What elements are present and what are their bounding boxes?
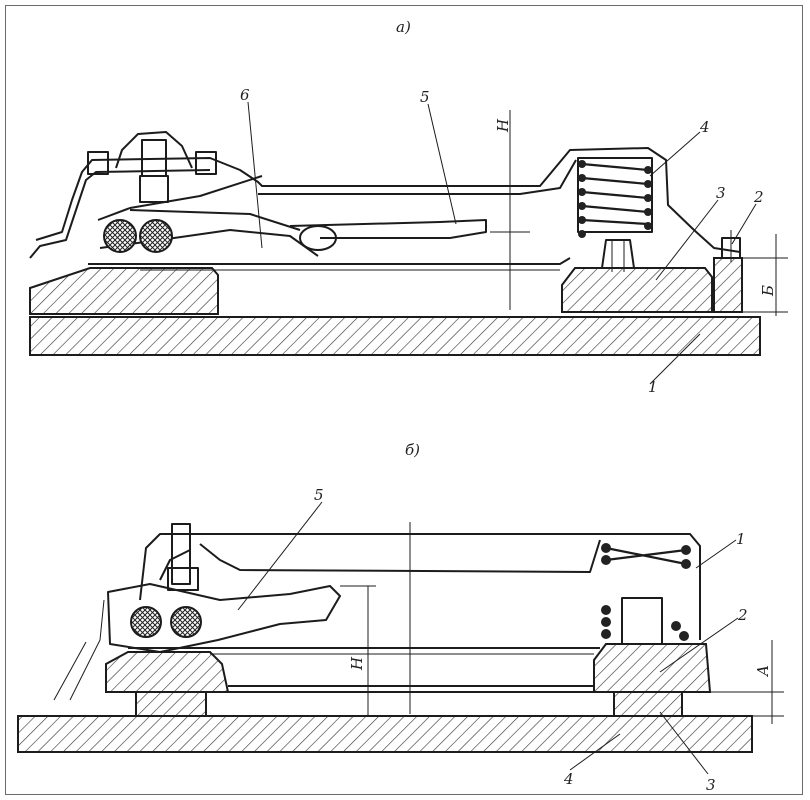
guide-pin	[601, 239, 635, 269]
left-support-b	[105, 651, 230, 693]
base-plate-b	[17, 715, 753, 753]
pressure-plate	[88, 257, 571, 265]
dimension-h-label-b: H	[348, 656, 366, 671]
housing-cover-b	[139, 533, 701, 640]
roller-right	[139, 219, 173, 253]
spacer-left	[135, 691, 207, 717]
callout-a-3: 3	[716, 184, 726, 202]
callout-b-4: 4	[563, 770, 574, 788]
dimension-a-label: A	[754, 665, 772, 678]
figure-frame	[5, 5, 803, 795]
adjusting-nut	[115, 131, 193, 169]
base-plate	[29, 316, 761, 356]
return-spring-b	[601, 543, 691, 569]
adjusting-bolt	[171, 523, 191, 585]
housing-cover	[35, 147, 741, 253]
callout-a-1: 1	[648, 378, 658, 396]
roller-b-left	[130, 606, 162, 638]
callout-b-5: 5	[314, 486, 324, 504]
pressure-spring-b	[601, 597, 689, 645]
roller-b-right	[170, 606, 202, 638]
figure-b-caption: б)	[405, 441, 420, 459]
dimension-b-label: Б	[759, 285, 777, 297]
part-2-block	[713, 257, 743, 313]
spacer-right	[613, 691, 683, 717]
right-support-b	[593, 643, 712, 693]
figure-b: б)	[17, 441, 784, 794]
callout-b-2: 2	[737, 606, 748, 624]
callout-a-4: 4	[699, 118, 710, 136]
callout-b-1: 1	[736, 530, 746, 548]
figure-a: а)	[29, 18, 788, 396]
release-lever	[99, 229, 319, 257]
callout-a-6: 6	[240, 86, 250, 104]
callout-a-5: 5	[420, 88, 430, 106]
pressure-spring-a	[577, 157, 653, 238]
callout-b-3: 3	[706, 776, 716, 794]
left-support	[29, 267, 219, 315]
right-support	[561, 267, 713, 313]
release-finger	[289, 219, 487, 239]
figure-a-caption: а)	[396, 18, 411, 36]
roller-left	[103, 219, 137, 253]
callout-a-2: 2	[753, 188, 764, 206]
release-lever-b	[107, 583, 341, 653]
dimension-h-label-a: H	[494, 118, 512, 133]
